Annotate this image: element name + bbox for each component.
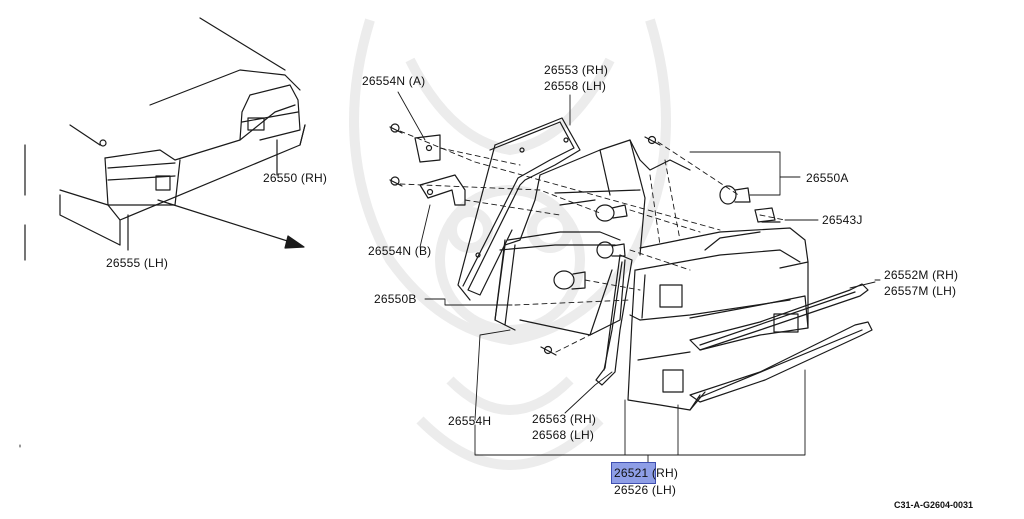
clip-26543J xyxy=(754,207,781,223)
label-26526[interactable]: 26526 (LH) xyxy=(614,483,677,497)
highlight-26521[interactable] xyxy=(611,462,656,484)
direction-arrow xyxy=(157,199,305,249)
label-26555[interactable]: 26555 (LH) xyxy=(106,256,169,270)
bracket-26554N xyxy=(389,123,466,206)
leader-lines xyxy=(19,91,881,463)
label-26568[interactable]: 26568 (LH) xyxy=(532,428,595,442)
label-26550A[interactable]: 26550A xyxy=(806,171,849,185)
label-26554N-B[interactable]: 26554N (B) xyxy=(368,244,432,258)
housing-26550B xyxy=(494,139,691,336)
label-26550B[interactable]: 26550B xyxy=(374,292,417,306)
label-26550-RH[interactable]: 26550 (RH) xyxy=(263,171,328,185)
label-26558[interactable]: 26558 (LH) xyxy=(544,79,607,93)
label-26554N-A[interactable]: 26554N (A) xyxy=(362,74,426,88)
gasket-strip-26563 xyxy=(595,254,633,386)
label-26554H[interactable]: 26554H xyxy=(448,414,492,428)
label-26557M[interactable]: 26557M (LH) xyxy=(884,284,957,298)
gasket-26553 xyxy=(457,117,581,301)
label-26553[interactable]: 26553 (RH) xyxy=(544,63,609,77)
assembly-lines xyxy=(399,130,786,353)
diagram-code: C31-A-G2604-0031 xyxy=(894,500,974,510)
molding-26552M xyxy=(689,283,873,403)
lamp-lens-26521 xyxy=(627,227,809,411)
label-26521[interactable]: 26521 (RH) xyxy=(614,466,679,480)
bulbs xyxy=(553,185,751,290)
car-rear-view xyxy=(24,17,306,261)
label-26552M[interactable]: 26552M (RH) xyxy=(884,268,959,282)
label-26563[interactable]: 26563 (RH) xyxy=(532,412,597,426)
label-26543J[interactable]: 26543J xyxy=(822,213,863,227)
screws xyxy=(540,135,661,356)
